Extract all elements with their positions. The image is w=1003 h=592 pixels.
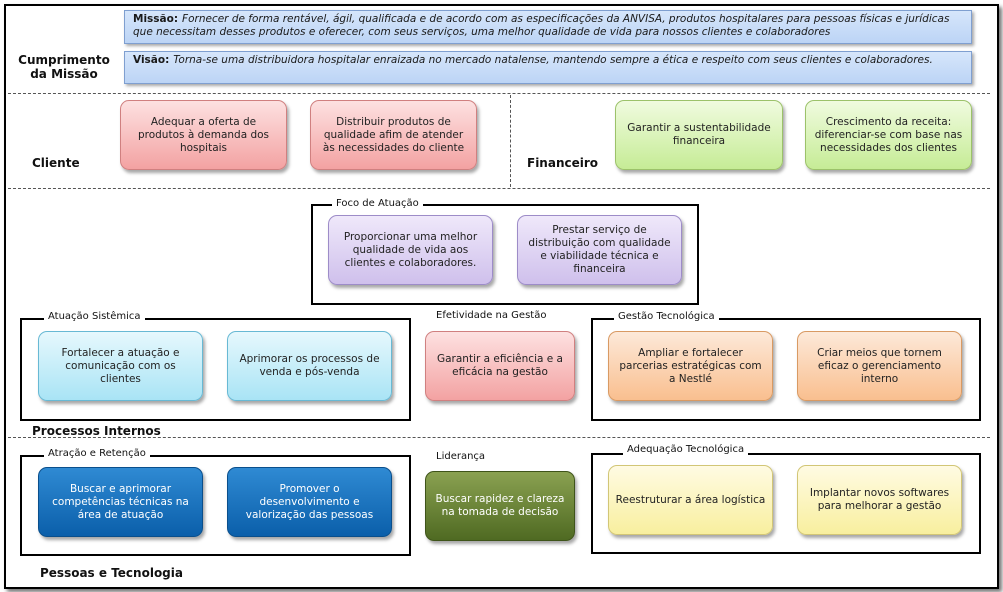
objective-box: Fortalecer a atuação e comunicação com o… (38, 331, 203, 401)
group-atuacao-sistemica (20, 318, 411, 421)
objective-box: Distribuir produtos de qualidade afim de… (310, 100, 477, 170)
vision-text: Torna-se uma distribuidora hospitalar en… (173, 54, 933, 66)
objective-box: Garantir a eficiência e a eficácia na ge… (425, 331, 575, 401)
section-label-processos: Processos Internos (32, 424, 161, 438)
section-label-financeiro: Financeiro (527, 156, 599, 170)
objective-box: Buscar rapidez e clareza na tomada de de… (425, 471, 575, 541)
objective-box: Buscar e aprimorar competências técnicas… (38, 467, 203, 537)
section-label-pessoas: Pessoas e Tecnologia (40, 566, 183, 580)
divider-3 (8, 437, 990, 438)
objective-box: Garantir a sustentabilidade financeira (615, 100, 783, 170)
section-label-mission: Cumprimento da Missão (18, 53, 110, 81)
group-title-adequacao: Adequação Tecnológica (623, 444, 749, 455)
section-label-cliente: Cliente (32, 156, 80, 170)
group-title-atuacao: Atuação Sistêmica (44, 311, 145, 322)
objective-box: Aprimorar os processos de venda e pós-ve… (227, 331, 392, 401)
divider-2 (8, 188, 990, 189)
group-adequacao-tecnologica (591, 453, 981, 554)
objective-box: Criar meios que tornem eficaz o gerencia… (797, 331, 962, 401)
vision-banner: Visão:Torna-se uma distribuidora hospita… (124, 51, 972, 84)
group-title-foco: Foco de Atuação (332, 198, 423, 209)
objective-box: Promover o desenvolvimento e valorização… (227, 467, 392, 537)
divider-1 (8, 93, 990, 94)
group-foco (311, 204, 699, 305)
objective-box: Adequar a oferta de produtos à demanda d… (120, 100, 287, 170)
mission-text: Fornecer de forma rentável, ágil, qualif… (133, 13, 950, 38)
objective-box: Crescimento da receita: diferenciar-se c… (805, 100, 972, 170)
objective-box: Proporcionar uma melhor qualidade de vid… (328, 215, 493, 285)
group-title-atracao: Atração e Retenção (44, 448, 150, 459)
group-title-lideranca: Liderança (436, 451, 486, 462)
mission-banner: Missão:Fornecer de forma rentável, ágil,… (124, 10, 972, 44)
group-gestao-tecnologica (591, 318, 981, 421)
objective-box: Prestar serviço de distribuição com qual… (517, 215, 682, 285)
mission-label: Missão: (133, 13, 179, 25)
vision-label: Visão: (133, 54, 170, 66)
objective-box: Implantar novos softwares para melhorar … (797, 465, 962, 535)
objective-box: Ampliar e fortalecer parcerias estratégi… (608, 331, 773, 401)
objective-box: Reestruturar a área logística (608, 465, 773, 535)
divider-vertical (510, 95, 511, 187)
group-title-efetividade: Efetividade na Gestão (436, 310, 547, 321)
group-atracao-retencao (20, 455, 411, 556)
group-title-gestao-tec: Gestão Tecnológica (614, 311, 719, 322)
